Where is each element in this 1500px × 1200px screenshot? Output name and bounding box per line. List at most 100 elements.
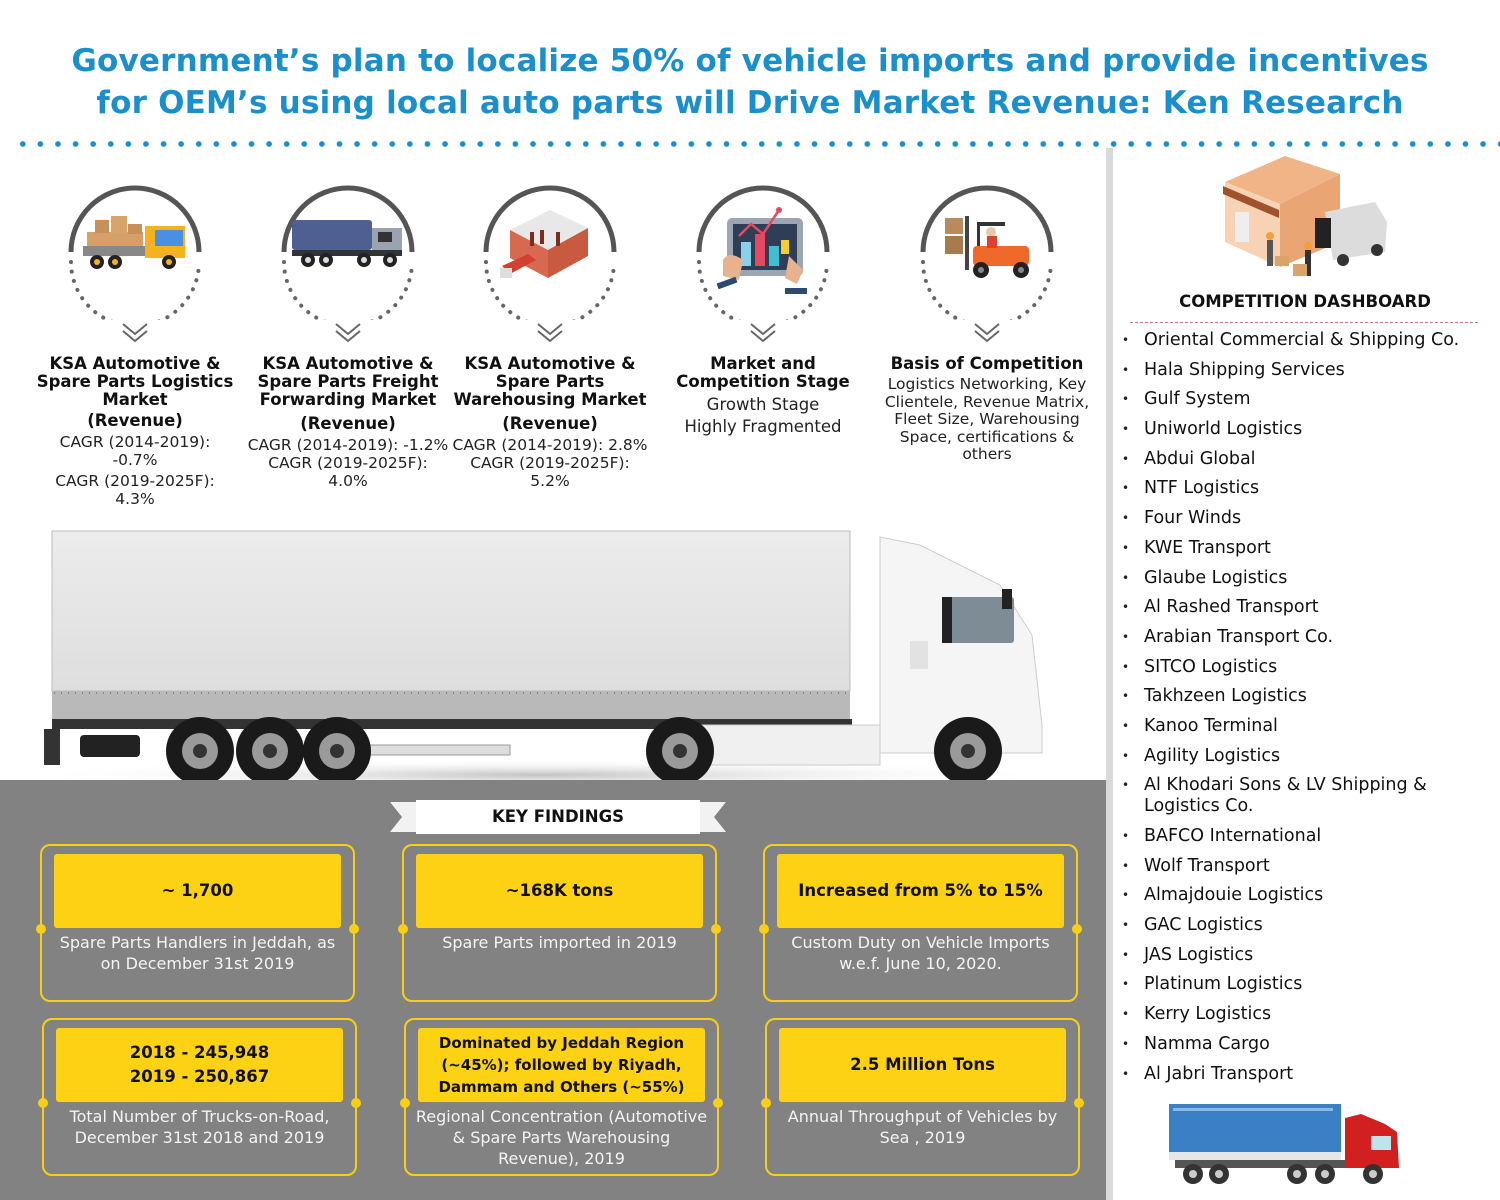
competitor-list: Oriental Commercial & Shipping Co. Hala …	[1122, 330, 1492, 1093]
stat-line: CAGR (2014-2019): -1.2%	[247, 436, 449, 454]
finding-description: Custom Duty on Vehicle Imports w.e.f. Ju…	[791, 933, 1050, 973]
finding-description: Spare Parts Handlers in Jeddah, as on De…	[59, 933, 336, 973]
stat-line: CAGR (2014-2019):	[59, 433, 211, 451]
icon-ring	[917, 180, 1057, 320]
blue-red-truck-icon	[1169, 1104, 1399, 1184]
ring-arc	[68, 185, 202, 320]
page-title: Government’s plan to localize 50% of veh…	[0, 40, 1500, 124]
finding-value: ~168K tons	[505, 881, 614, 900]
finding-card: 2018 - 245,948 2019 - 250,867 Total Numb…	[38, 1018, 361, 1176]
analytics-tablet-icon	[716, 207, 807, 294]
finding-card: ~168K tons Spare Parts imported in 2019	[398, 844, 721, 1002]
key-findings-panel	[0, 780, 1106, 1200]
storefront-delivery-icon	[1223, 156, 1387, 276]
ring-arc	[483, 185, 617, 320]
stat-warehousing-market: KSA Automotive & Spare Parts Warehousing…	[440, 180, 660, 490]
connector-dot	[1074, 1098, 1084, 1108]
connector-dot	[351, 1098, 361, 1108]
stat-value: 5.2%	[530, 472, 570, 490]
competitor-item: Wolf Transport	[1122, 856, 1492, 877]
stat-value: Logistics Networking, Key Clientele, Rev…	[884, 375, 1090, 463]
competitor-item: Gulf System	[1122, 389, 1492, 410]
finding-highlight: 2.5 Million Tons	[779, 1028, 1066, 1102]
stat-basis-of-competition: Basis of Competition Logistics Networkin…	[877, 180, 1097, 464]
finding-card: ~ 1,700 Spare Parts Handlers in Jeddah, …	[36, 844, 359, 1002]
competitor-item: Platinum Logistics	[1122, 974, 1492, 995]
chevron-down-icon	[974, 323, 1000, 343]
stat-title: KSA Automotive & Spare Parts Warehousing…	[453, 354, 647, 409]
competitor-item: Arabian Transport Co.	[1122, 627, 1492, 648]
competitor-item: Kerry Logistics	[1122, 1004, 1492, 1025]
competitor-item: Namma Cargo	[1122, 1034, 1492, 1055]
finding-highlight: 2018 - 245,948 2019 - 250,867	[56, 1028, 343, 1102]
freight-truck-icon	[292, 220, 402, 267]
competitor-item: Abdui Global	[1122, 449, 1492, 470]
stat-title: Market and Competition Stage	[676, 354, 850, 391]
finding-value: Increased from 5% to 15%	[798, 881, 1043, 900]
competitor-item: Takhzeen Logistics	[1122, 686, 1492, 707]
icon-ring	[693, 180, 833, 320]
stat-title: KSA Automotive & Spare Parts Freight For…	[257, 354, 439, 409]
stat-subtitle: (Revenue)	[87, 411, 183, 430]
competitor-item: Almajdouie Logistics	[1122, 885, 1492, 906]
ribbon-banner	[390, 800, 726, 834]
competition-dashboard-title: COMPETITION DASHBOARD	[1179, 292, 1431, 311]
stat-logistics-market: KSA Automotive & Spare Parts Logistics M…	[25, 180, 245, 508]
competitor-item: Hala Shipping Services	[1122, 360, 1492, 381]
finding-value: 2.5 Million Tons	[850, 1055, 995, 1074]
competitor-item: Al Khodari Sons & LV Shipping & Logistic…	[1122, 775, 1492, 817]
competitor-item: Oriental Commercial & Shipping Co.	[1122, 330, 1492, 351]
finding-highlight: Increased from 5% to 15%	[777, 854, 1064, 928]
stat-subtitle: (Revenue)	[502, 414, 598, 433]
competitor-item: Kanoo Terminal	[1122, 716, 1492, 737]
connector-dot	[36, 924, 46, 934]
stat-subtitle: (Revenue)	[300, 414, 396, 433]
finding-description: Total Number of Trucks-on-Road, December…	[69, 1107, 330, 1147]
finding-value: 2019 - 250,867	[129, 1067, 270, 1086]
icon-ring	[65, 180, 205, 320]
finding-description: Spare Parts imported in 2019	[442, 933, 677, 952]
competitor-item: KWE Transport	[1122, 538, 1492, 559]
connector-dot	[400, 1098, 410, 1108]
stat-line: CAGR (2019-2025F):	[470, 454, 630, 472]
stat-value: 4.3%	[115, 490, 155, 508]
finding-value: 2018 - 245,948	[129, 1043, 270, 1062]
connector-dot	[38, 1098, 48, 1108]
finding-card: Dominated by Jeddah Region (~45%); follo…	[400, 1018, 723, 1176]
stat-line: CAGR (2019-2025F):	[55, 472, 215, 490]
connector-dot	[349, 924, 359, 934]
chevron-down-icon	[537, 323, 563, 343]
stat-title: Basis of Competition	[890, 354, 1084, 373]
chevron-down-icon	[122, 323, 148, 343]
competitor-item: JAS Logistics	[1122, 945, 1492, 966]
finding-value: ~ 1,700	[161, 881, 234, 900]
chevron-down-icon	[335, 323, 361, 343]
competitor-item: GAC Logistics	[1122, 915, 1492, 936]
warehouse-icon	[500, 210, 588, 278]
key-findings-label: KEY FINDINGS	[491, 807, 625, 826]
finding-card: Increased from 5% to 15% Custom Duty on …	[759, 844, 1082, 1002]
finding-highlight: ~168K tons	[416, 854, 703, 928]
title-line-1: Government’s plan to localize 50% of veh…	[71, 43, 1429, 79]
stat-market-stage: Market and Competition Stage Growth Stag…	[653, 180, 873, 438]
connector-dot	[711, 924, 721, 934]
stat-freight-forwarding-market: KSA Automotive & Spare Parts Freight For…	[238, 180, 458, 490]
forklift-icon	[945, 216, 1029, 278]
competitor-item: Agility Logistics	[1122, 746, 1492, 767]
vertical-divider	[1106, 148, 1113, 1200]
finding-description: Annual Throughput of Vehicles by Sea , 2…	[787, 1107, 1058, 1147]
competitor-item: Al Jabri Transport	[1122, 1064, 1492, 1085]
stat-value: Highly Fragmented	[684, 417, 842, 436]
finding-highlight: ~ 1,700	[54, 854, 341, 928]
finding-value: Dominated by Jeddah Region (~45%); follo…	[438, 1034, 685, 1096]
competitor-item: NTF Logistics	[1122, 478, 1492, 499]
finding-card: 2.5 Million Tons Annual Throughput of Ve…	[761, 1018, 1084, 1176]
connector-dot	[761, 1098, 771, 1108]
stat-line: CAGR (2014-2019): 2.8%	[452, 436, 648, 454]
ring-arc	[696, 185, 830, 320]
ring-arc	[281, 185, 415, 320]
dashed-divider	[1130, 322, 1478, 323]
icon-ring	[480, 180, 620, 320]
connector-dot	[713, 1098, 723, 1108]
competitor-item: Glaube Logistics	[1122, 568, 1492, 589]
